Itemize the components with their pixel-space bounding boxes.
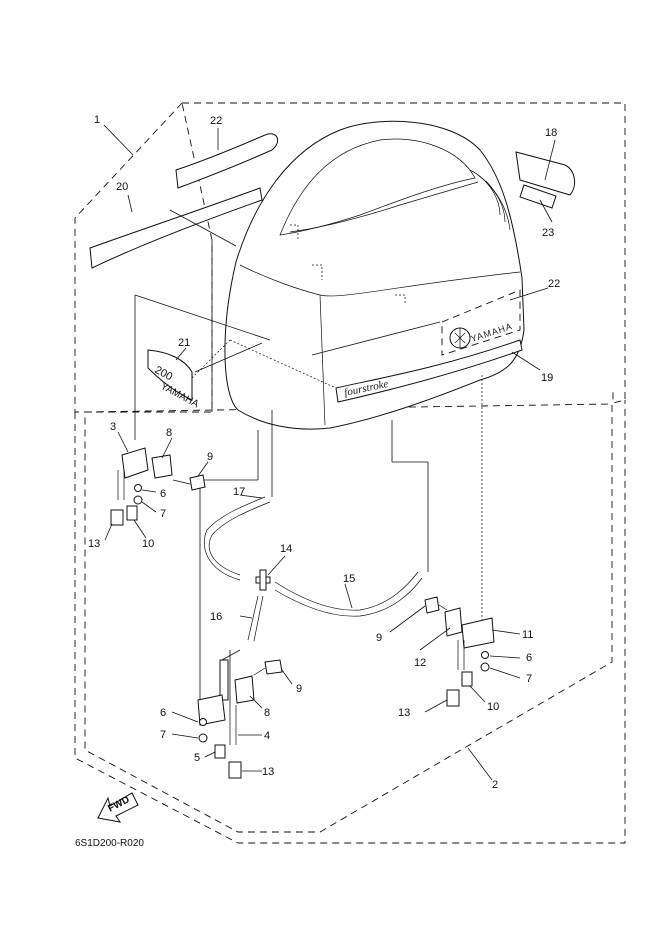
callout-11: 11 [522,629,533,641]
assembly-2-boundary [84,403,613,833]
callout-13-left: 13 [88,538,100,550]
callout-8-left: 8 [166,427,172,439]
fwd-arrow: FWD [97,792,139,823]
callout-18: 18 [545,127,557,139]
callout-16: 16 [210,611,222,623]
callout-19: 19 [541,372,553,384]
callout-14: 14 [280,543,292,555]
callout-4: 4 [264,730,270,742]
leader-lines-bottom [104,431,521,781]
decal-20-long-stripe [89,187,263,269]
left-upper-bracket-group [110,447,206,526]
callout-12: 12 [414,657,426,669]
callout-13-right: 13 [398,707,410,719]
callout-labels: 1 22 20 18 23 22 19 21 3 8 9 6 7 10 13 1… [88,114,560,791]
callout-10-right: 10 [487,701,499,713]
decal-22-top-stripe [175,133,279,189]
center-lower-bracket-group [197,659,283,779]
callout-20: 20 [116,181,128,193]
callout-9-center: 9 [296,683,302,695]
callout-3: 3 [110,421,116,433]
callout-22-top: 22 [210,115,222,127]
decal-18-plate [515,151,576,196]
callout-17: 17 [233,486,245,498]
decal-23-small-plate [519,184,557,209]
callout-10-left: 10 [142,538,154,550]
routing-lines [199,240,483,705]
top-cowling [224,120,525,430]
leader-lines-top [103,124,556,440]
callout-13-center: 13 [262,766,274,778]
callout-22-side: 22 [548,278,560,290]
callout-15: 15 [343,573,355,585]
hose-assembly [203,496,423,701]
assembly-outer-boundary [74,400,626,844]
decal-21-model-badge: 200 YAMAHA [147,349,201,410]
callout-6-right: 6 [526,652,532,664]
callout-7-center: 7 [160,729,166,741]
callout-9-left: 9 [207,451,213,463]
callout-6-center: 6 [160,707,166,719]
right-bracket-group [424,596,495,707]
assembly-1-boundary [74,102,626,413]
callout-23: 23 [542,227,554,239]
callout-2: 2 [492,779,498,791]
callout-9-right: 9 [376,632,382,644]
callout-1: 1 [94,114,100,126]
callout-21: 21 [178,337,190,349]
callout-8-center: 8 [264,707,270,719]
drawing-code: 6S1D200-R020 [75,838,144,849]
callout-5: 5 [194,752,200,764]
callout-7-left: 7 [160,508,166,520]
callout-7-right: 7 [526,673,532,685]
callout-6-left: 6 [160,488,166,500]
